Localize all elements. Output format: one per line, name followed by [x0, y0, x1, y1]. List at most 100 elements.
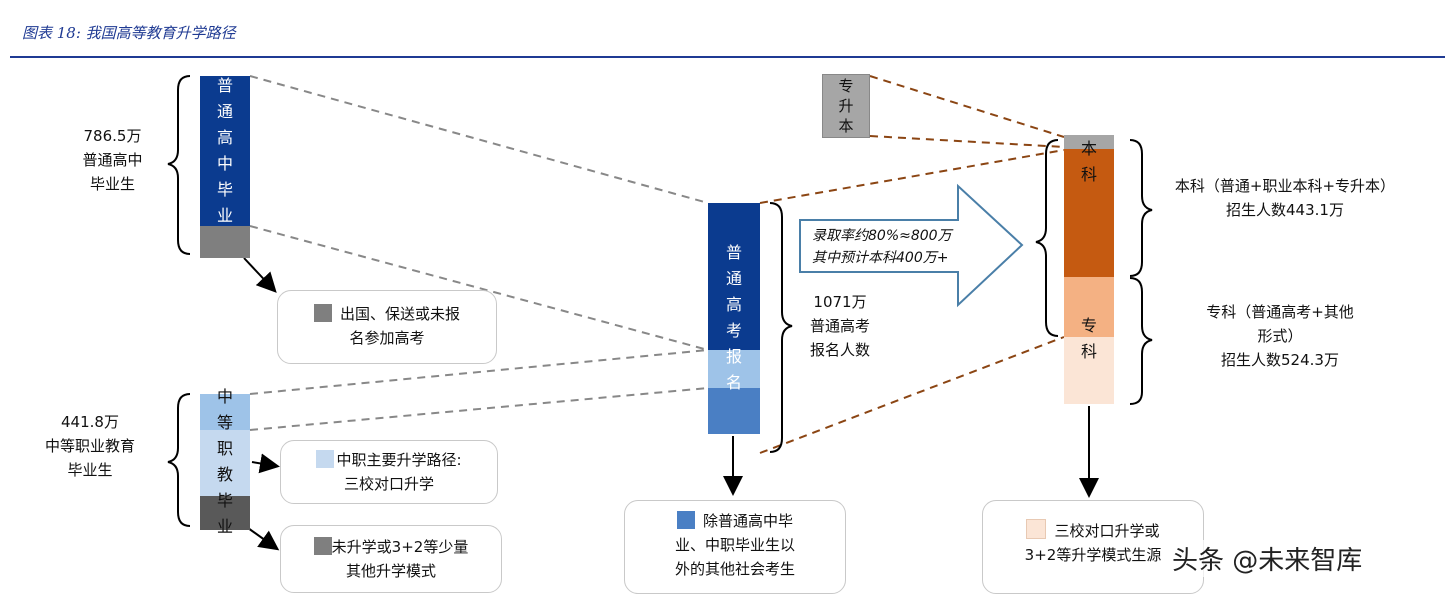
- dash-line: [249, 349, 709, 395]
- box-social-candidates: 除普通高中毕 业、中职毕业生以 外的其他社会考生: [624, 500, 846, 594]
- box-vocational-path: 中职主要升学路径: 三校对口升学: [280, 440, 498, 504]
- label-line: 专科（普通高考+其他: [1206, 303, 1354, 321]
- label-line: 786.5万: [83, 127, 142, 145]
- dash-line: [249, 75, 709, 204]
- box-line: 三校对口升学: [343, 475, 434, 493]
- bar-char: 通: [216, 102, 233, 121]
- bar-char: 科: [1080, 342, 1097, 361]
- box-line: 其他升学模式: [345, 562, 436, 580]
- bar-char: 报: [725, 347, 742, 366]
- label-vocational-graduates: 441.8万 中等职业教育 毕业生: [20, 410, 160, 482]
- box-line: 三校对口升学或: [1054, 522, 1160, 540]
- bar-text-specialist: 专科: [1064, 313, 1114, 365]
- bar-text: 普通高考报名: [708, 240, 760, 396]
- bar-char: 业: [216, 517, 233, 536]
- legend-swatch: [316, 450, 335, 468]
- bar-char: 专: [838, 77, 854, 95]
- brace-left-top: [167, 75, 191, 255]
- bar-char: 毕: [216, 180, 233, 199]
- box-line: 未升学或3+2等少量: [331, 538, 469, 556]
- bar-char: 教: [216, 465, 233, 484]
- label-line: 招生人数443.1万: [1226, 201, 1344, 219]
- label-line: 招生人数524.3万: [1221, 351, 1339, 369]
- bar-char: 毕: [216, 491, 233, 510]
- bar-char: 中: [216, 387, 233, 406]
- bar-segment-dark-gray: [200, 496, 250, 530]
- box-line: 业、中职毕业生以: [674, 536, 795, 554]
- brown-dash: [759, 336, 1065, 454]
- brace-right-inner: [1035, 139, 1059, 337]
- arrow-line: [247, 527, 280, 551]
- box-line: 3+2等升学模式生源: [1024, 546, 1162, 564]
- label-line: 普通高中: [82, 151, 143, 169]
- bar-char: 通: [725, 269, 742, 288]
- label-line: 形式）: [1257, 327, 1303, 345]
- bar-char: 高: [216, 128, 233, 147]
- label-line: 中等职业教育: [44, 437, 135, 455]
- brace-left-bottom: [167, 393, 191, 527]
- bar-char: 升: [838, 97, 854, 115]
- bar-text: 中等职教毕业: [200, 380, 250, 544]
- label-line: 普通高考: [809, 317, 870, 335]
- bar-char: 等: [216, 413, 233, 432]
- box-line: 出国、保送或未报: [339, 305, 460, 323]
- legend-swatch: [313, 304, 332, 322]
- label-specialist-enrollment: 专科（普通高考+其他 形式） 招生人数524.3万: [1175, 300, 1385, 372]
- box-specialist-source: 三校对口升学或 3+2等升学模式生源: [982, 500, 1204, 594]
- bar-segment-dark-blue: [708, 203, 760, 350]
- bar-segment-gray: [200, 226, 250, 258]
- legend-swatch: [676, 511, 695, 529]
- brace-right-top: [1129, 139, 1153, 277]
- box-other-path: 未升学或3+2等少量 其他升学模式: [280, 525, 502, 593]
- label-line: 1071万: [813, 293, 867, 311]
- box-line: 名参加高考: [349, 329, 425, 347]
- label-line: 报名人数: [809, 341, 870, 359]
- box-upgrade: 专升本: [822, 74, 870, 138]
- bar-text: 普通高中毕业: [200, 76, 250, 226]
- bar-char: 考: [725, 321, 742, 340]
- legend-swatch: [313, 537, 332, 555]
- bar-char: 名: [725, 373, 742, 392]
- watermark: 头条 @未来智库: [1168, 540, 1367, 577]
- brown-dash: [869, 75, 1065, 138]
- bar-char: 普: [725, 243, 742, 262]
- bar-char: 高: [725, 295, 742, 314]
- label-line: 441.8万: [61, 413, 119, 431]
- arrow-line-text: 其中预计本科400万+: [812, 250, 949, 266]
- bar-segment-pale-blue: [200, 430, 250, 496]
- dash-line: [249, 225, 709, 351]
- bar-segment-light-blue: [708, 350, 760, 388]
- box-abroad: 出国、保送或未报 名参加高考: [277, 290, 497, 364]
- bar-char: 职: [216, 439, 233, 458]
- dash-line: [249, 387, 709, 431]
- bar-char: 本: [838, 117, 854, 135]
- bar-segment-bachelor: [1064, 149, 1114, 277]
- arrow-line: [251, 453, 280, 474]
- bar-segment-specialist-exam: [1064, 277, 1114, 337]
- bar-char: 普: [216, 76, 233, 95]
- legend-swatch: [1026, 519, 1047, 539]
- bar-segment-light-blue: [200, 394, 250, 430]
- box-line: 除普通高中毕: [702, 512, 793, 530]
- bar-segment-mid-blue: [708, 388, 760, 434]
- bar-char: 本: [1080, 139, 1097, 158]
- brace-middle: [769, 202, 793, 453]
- label-general-graduates: 786.5万 普通高中 毕业生: [60, 124, 165, 196]
- label-line: 毕业生: [89, 175, 135, 193]
- bar-char: 中: [216, 154, 233, 173]
- label-bachelor-enrollment: 本科（普通+职业本科+专升本） 招生人数443.1万: [1150, 174, 1420, 222]
- bar-segment-gray: [1064, 135, 1114, 149]
- box-line: 中职主要升学路径:: [336, 451, 462, 469]
- brown-dash: [869, 135, 1065, 148]
- admission-rate-text: 录取率约80%≈800万 其中预计本科400万+: [812, 225, 962, 269]
- big-arrow-shape: [799, 183, 1024, 308]
- brown-dash: [759, 149, 1065, 204]
- title-rule: [10, 56, 1445, 58]
- bar-general-high-school: 普通高中毕业: [200, 76, 250, 226]
- figure-title: 图表 18: 我国高等教育升学路径: [22, 24, 236, 42]
- bar-segment-specialist-other: [1064, 337, 1114, 404]
- bar-text-bachelor: 本科: [1064, 136, 1114, 188]
- arrow-line: [243, 257, 277, 293]
- brace-right-bottom: [1129, 277, 1153, 405]
